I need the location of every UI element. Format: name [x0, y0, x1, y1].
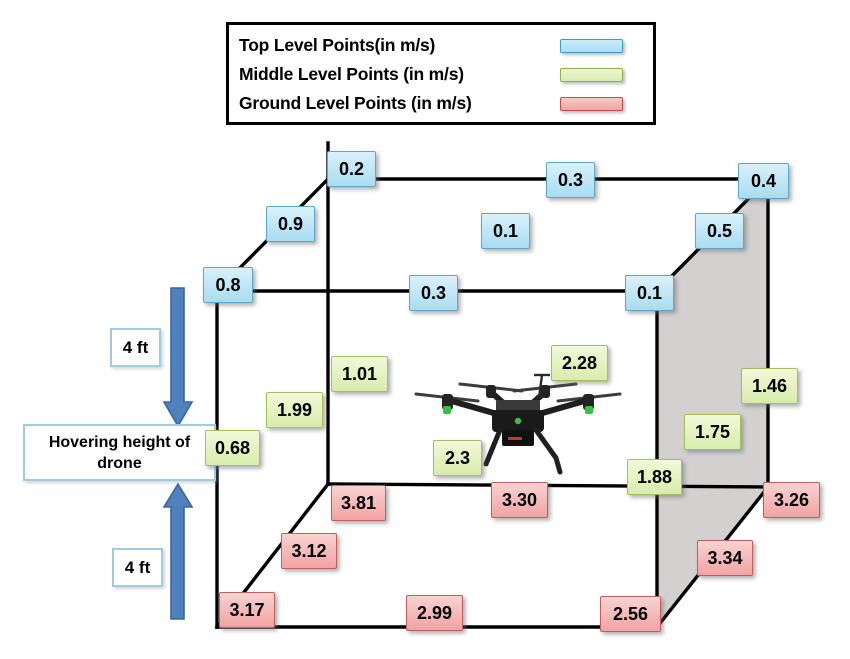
top-point-front-top-left-corner: 0.8 [203, 267, 253, 303]
middle-point-mid-right-face: 1.75 [684, 414, 741, 450]
distance-label-top: 4 ft [110, 328, 161, 367]
drone-image [414, 373, 622, 475]
arrow-up-icon [162, 482, 194, 620]
hovering-height-line2: drone [97, 454, 142, 472]
top-point-front-top-right-corner: 0.1 [625, 275, 674, 311]
ground-point-back-bottom-edge: 3.30 [491, 482, 548, 518]
top-level-swatch [560, 38, 623, 53]
legend-row-middle: Middle Level Points (in m/s) [239, 60, 645, 89]
middle-point-mid-left-face: 1.99 [266, 392, 323, 428]
ground-point-left-bottom-diagonal: 3.12 [281, 533, 337, 569]
middle-point-front-right-mid: 1.88 [627, 459, 682, 495]
ground-point-right-bottom-diagonal: 3.34 [697, 540, 753, 576]
distance-label-bottom: 4 ft [112, 548, 163, 587]
legend-label-top: Top Level Points(in m/s) [239, 35, 436, 55]
middle-point-mid-right-of-drone: 2.28 [551, 345, 608, 381]
ground-point-back-bottom-left-corner: 3.81 [331, 485, 386, 521]
legend-label-ground: Ground Level Points (in m/s) [239, 93, 472, 113]
top-point-top-face-center: 0.1 [481, 213, 530, 249]
top-point-back-top-left-corner: 0.2 [327, 151, 376, 187]
top-point-front-top-edge: 0.3 [409, 275, 458, 311]
ground-level-swatch [560, 96, 623, 111]
ground-point-front-bottom-left-corner: 3.17 [219, 592, 275, 628]
middle-point-back-right-edge: 1.46 [741, 368, 798, 404]
middle-point-front-left-edge: 0.68 [205, 430, 260, 466]
legend-row-ground: Ground Level Points (in m/s) [239, 89, 645, 118]
box-right-face [657, 179, 768, 627]
legend-label-middle: Middle Level Points (in m/s) [239, 64, 464, 84]
legend-row-top: Top Level Points(in m/s) [239, 31, 645, 60]
arrow-down-icon [162, 287, 194, 428]
top-point-back-top-right-corner: 0.4 [738, 163, 789, 199]
top-point-back-top-edge: 0.3 [546, 162, 595, 198]
middle-point-back-left-edge: 1.01 [331, 356, 388, 392]
height-arrows [162, 287, 194, 620]
ground-point-front-bottom-right-corner: 2.56 [600, 596, 661, 632]
ground-point-back-bottom-right-corner: 3.26 [763, 482, 820, 518]
hovering-height-label: Hovering height of drone [23, 424, 216, 481]
middle-point-mid-below-drone: 2.3 [433, 440, 482, 476]
hovering-height-line1: Hovering height of [48, 433, 191, 451]
ground-point-front-bottom-edge: 2.99 [406, 595, 463, 631]
middle-level-swatch [560, 67, 623, 82]
top-point-left-top-diagonal: 0.9 [266, 206, 315, 242]
legend: Top Level Points(in m/s) Middle Level Po… [226, 22, 656, 125]
top-point-right-top-diagonal: 0.5 [695, 213, 744, 249]
